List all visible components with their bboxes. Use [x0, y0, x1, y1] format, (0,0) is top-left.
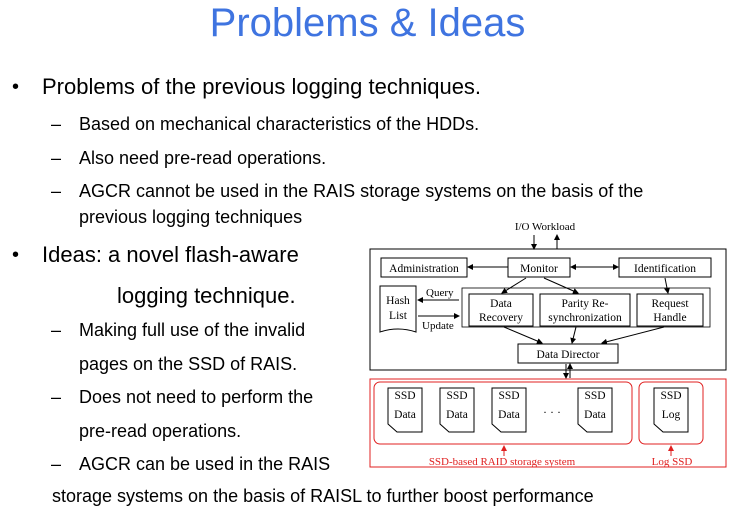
monitor-to-parity-arrow	[543, 277, 579, 294]
idea-item-3-cont: storage systems on the basis of RAISL to…	[52, 486, 594, 506]
idea-item-text: Does not need to perform the	[79, 387, 314, 407]
log-ssd-box	[638, 381, 704, 445]
ssd-log: SSD Log	[653, 387, 689, 433]
problem-item-text: Based on mechanical characteristics of t…	[79, 114, 480, 134]
ssd-data-1: SSD Data	[387, 387, 423, 433]
data-label: Data	[446, 409, 468, 421]
idea-item-text: AGCR can be used in the RAIS	[79, 454, 331, 474]
log-label: Log	[662, 409, 681, 421]
function-modules-frame	[461, 287, 711, 328]
ellipsis-label: · · ·	[543, 405, 561, 419]
storage-outer-box	[369, 378, 727, 468]
raisl-controller-box	[369, 248, 727, 371]
data-label: Data	[498, 409, 520, 421]
ssd-label: SSD	[584, 390, 605, 402]
list-label: List	[389, 310, 408, 322]
ssd-label: SSD	[660, 390, 681, 402]
problem-item-text: AGCR cannot be used in the RAIS storage …	[79, 181, 644, 201]
bullet-dot-icon: •	[12, 76, 20, 98]
ideas-heading: Ideas: a novel flash-aware	[42, 242, 299, 267]
problem-item-3: – AGCR cannot be used in the RAIS storag…	[51, 178, 644, 204]
data-director-label: Data Director	[537, 349, 600, 361]
idea-item-text: Making full use of the invalid	[79, 320, 306, 340]
request-handle-box	[636, 293, 704, 327]
dash-icon: –	[51, 181, 62, 201]
slide-title: Problems & Ideas	[209, 1, 526, 45]
dash-icon: –	[51, 148, 62, 168]
idea-item-1: – Making full use of the invalid	[51, 317, 306, 343]
data-label: Data	[584, 409, 606, 421]
dash-icon: –	[51, 114, 62, 134]
identification-label: Identification	[634, 263, 696, 275]
administration-label: Administration	[389, 263, 459, 275]
ssd-label: SSD	[446, 390, 467, 402]
raid-system-box	[373, 381, 633, 445]
data-recovery-label-1: Data	[490, 298, 512, 310]
recovery-to-director-arrow	[503, 326, 543, 344]
dash-icon: –	[51, 454, 62, 474]
request-to-director-arrow	[601, 326, 665, 345]
problem-item-text: previous logging techniques	[79, 207, 303, 227]
log-ssd-label: Log SSD	[652, 456, 693, 468]
request-label-1: Request	[651, 298, 689, 310]
parity-label-1: Parity Re-	[562, 298, 609, 310]
idea-item-3: – AGCR can be used in the RAIS	[51, 451, 331, 477]
hash-list-doc	[379, 285, 417, 333]
bullet-ideas: • Ideas: a novel flash-aware	[12, 241, 299, 269]
parity-resync-box	[539, 293, 631, 327]
bullet-dot-icon: •	[12, 244, 20, 266]
ssd-data-2: SSD Data	[439, 387, 475, 433]
parity-to-director-arrow	[570, 326, 577, 344]
problem-item-3-cont: previous logging techniques	[79, 204, 302, 230]
bullet-problems: • Problems of the previous logging techn…	[12, 73, 482, 101]
idea-item-1-cont: pages on the SSD of RAIS.	[79, 351, 297, 377]
problem-item-2: – Also need pre-read operations.	[51, 145, 327, 171]
data-label: Data	[394, 409, 416, 421]
data-recovery-box	[468, 293, 534, 327]
identification-box	[618, 257, 712, 278]
update-label: Update	[422, 320, 454, 332]
problems-heading: Problems of the previous logging techniq…	[42, 74, 482, 99]
ident-to-request-arrow	[664, 277, 670, 294]
ssd-label: SSD	[394, 390, 415, 402]
dash-icon: –	[51, 320, 62, 340]
data-recovery-label-2: Recovery	[479, 312, 523, 324]
io-workload-label: I/O Workload	[515, 221, 576, 233]
monitor-to-recovery-arrow	[501, 277, 527, 294]
idea-item-text: pre-read operations.	[79, 421, 242, 441]
request-label-2: Handle	[653, 312, 686, 324]
problem-item-text: Also need pre-read operations.	[79, 148, 327, 168]
raisl-architecture-diagram: I/O Workload Administration Monitor Iden…	[369, 221, 727, 468]
idea-item-2: – Does not need to perform the	[51, 384, 314, 410]
monitor-label: Monitor	[520, 263, 558, 275]
ssd-label: SSD	[498, 390, 519, 402]
query-label: Query	[426, 287, 454, 299]
hash-label: Hash	[386, 295, 410, 307]
raid-system-label: SSD-based RAID storage system	[429, 456, 576, 468]
ideas-heading-cont: logging technique.	[117, 283, 296, 308]
ssd-data-4: SSD Data	[577, 387, 613, 433]
idea-item-text: pages on the SSD of RAIS.	[79, 354, 298, 374]
idea-item-2-cont: pre-read operations.	[79, 418, 241, 444]
dash-icon: –	[51, 387, 62, 407]
parity-label-2: synchronization	[548, 312, 622, 324]
problem-item-1: – Based on mechanical characteristics of…	[51, 111, 480, 137]
ssd-data-3: SSD Data	[491, 387, 527, 433]
